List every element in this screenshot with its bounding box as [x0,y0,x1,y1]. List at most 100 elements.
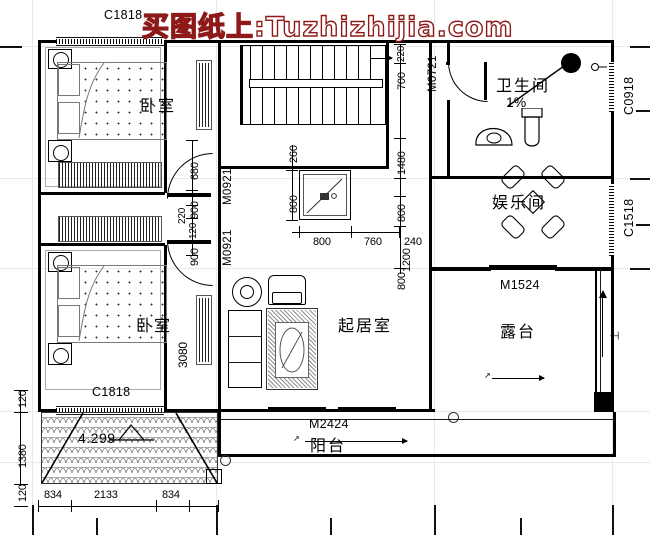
dimension-line [292,145,293,220]
border-tick [630,268,650,270]
interior-wall [447,41,450,63]
sofa-seam [228,362,262,363]
elevation-label: 4.299 [78,430,116,446]
balcony-rail [221,419,613,420]
dimension-tick [186,140,198,141]
grid-line-v [32,0,33,535]
lamp-icon [53,348,69,364]
sink-icon [475,127,513,146]
wardrobe [58,216,162,242]
dim-left-bottom-120: 120 [17,484,29,502]
border-tick [636,110,650,112]
grid-line-h [0,462,650,463]
dimension-tick [186,255,198,256]
terrace-rail [600,270,601,400]
dim-680: 680 [189,162,201,180]
door-label-m0921-top: M0921 [222,168,234,205]
window-c1518 [609,184,614,256]
terrace-arrow-label: 上 [610,330,620,340]
dim-left-top-120: 120 [17,390,29,408]
bed-quilt [80,63,166,139]
dimension-line [20,390,21,486]
room-label-terrace: 露台 [500,322,537,341]
wardrobe [58,162,162,188]
door-label-m0921-bottom: M0921 [222,229,234,266]
border-tick [630,178,650,180]
exterior-wall-left [38,40,41,412]
direction-tick: ↗ [484,371,491,380]
dim-220: 220 [177,207,188,224]
sofa [228,310,262,388]
room-label-entertainment: 娱乐间 [492,193,547,212]
hall-closet [299,170,351,220]
cabinet [196,295,212,365]
dimension-tick [394,178,406,179]
interior-wall [431,267,491,271]
dim-240: 240 [404,236,422,248]
direction-tick: ↗ [293,434,300,443]
dimension-line [400,44,401,274]
border-tick [216,505,218,535]
room-label-bathroom: 卫生间 [496,76,551,95]
toilet-icon [521,108,543,147]
dimension-tick [394,226,406,227]
dimension-tick [399,226,400,238]
border-tick [96,518,98,535]
border-tick [330,518,332,535]
bathroom-slope-label: 1% [506,94,527,110]
lamp-icon [53,52,69,68]
porch-column [206,469,222,484]
balcony-wall-right [613,412,616,457]
structural-column [594,392,614,412]
dimension-tick [189,500,190,512]
dim-left-1380: 1380 [17,444,29,468]
dim-900-upper: 900 [189,201,201,219]
dimension-tick [394,44,406,45]
dim-bottom-834-a: 834 [44,489,62,501]
porch-roof-hips [41,412,218,484]
dim-3080: 3080 [176,342,190,368]
door-leaf [484,62,487,100]
dim-bottom-2133: 2133 [94,489,118,501]
armchair-seat [272,292,302,304]
cabinet-fill [199,298,209,362]
interior-wall [447,100,450,178]
dimension-tick [394,268,406,269]
room-label-balcony: 阳台 [310,436,347,455]
grid-line-h [0,268,650,269]
side-table-inner [240,285,254,299]
dimension-line [192,140,193,255]
window-frame [56,45,164,46]
dim-760: 760 [364,236,382,248]
pillow [58,64,80,96]
room-label-bedroom-top: 卧室 [140,96,177,115]
border-tick [0,46,22,48]
slope-arrow [507,65,565,107]
dim-800-h: 800 [313,236,331,248]
cabinet [196,60,212,130]
border-tick [434,505,436,535]
dimension-tick [14,412,28,413]
lamp-icon [53,145,69,161]
pillow [58,267,80,299]
interior-wall [218,41,221,273]
window-c0918 [609,62,614,112]
nightstand [48,252,72,272]
exterior-wall-right [611,40,614,270]
terrace-rail [595,270,597,400]
dimension-line [38,506,218,507]
grid-line-h [0,46,650,47]
balcony-direction-arrow [305,438,408,444]
interior-wall [429,41,432,269]
dim-900-lower: 900 [189,248,201,266]
bed [57,265,167,343]
interior-wall [218,273,221,412]
interior-wall [386,41,389,169]
dim-800-v: 800 [288,195,300,213]
stair-handrail [249,79,383,88]
nightstand [48,49,72,69]
stair-stringer [240,45,243,125]
border-tick [636,224,650,226]
pillow [58,102,80,134]
window-label-c1518: C1518 [622,198,636,237]
